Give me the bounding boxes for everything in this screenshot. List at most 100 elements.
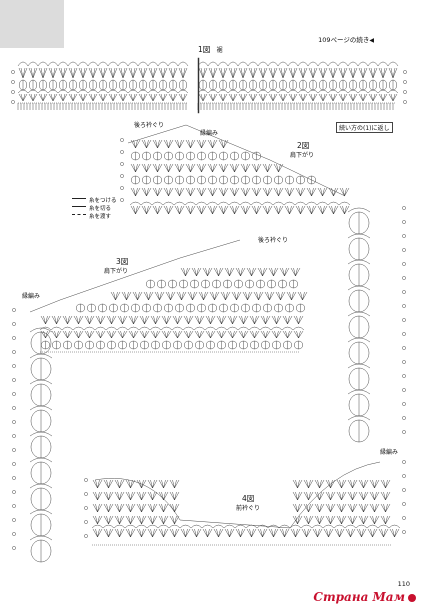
dc-fan <box>240 205 251 215</box>
dc-fan <box>228 93 238 102</box>
chain-arch <box>37 61 49 67</box>
dc-fan <box>290 528 301 538</box>
fig1-note: 続い方の(1)に返し <box>336 122 393 133</box>
row-marker <box>402 318 406 322</box>
chain-arch <box>157 89 169 94</box>
dc-fan <box>229 187 240 197</box>
row-marker <box>402 430 406 434</box>
dc-fan <box>128 315 139 325</box>
dc-fan <box>165 291 176 301</box>
dc-fan <box>334 528 345 538</box>
dc-fan <box>158 479 169 489</box>
chain-arch <box>278 524 291 529</box>
dc-fan <box>73 330 84 339</box>
dc-fan <box>325 491 336 501</box>
chain-arch <box>124 524 137 529</box>
dc-fan <box>238 93 248 102</box>
dc-fan <box>303 503 314 513</box>
row-marker <box>12 364 16 368</box>
dc-fan <box>358 491 369 501</box>
dc-fan <box>196 205 207 215</box>
dc-fan <box>28 67 38 79</box>
chain-arch <box>29 405 53 411</box>
dc-fan <box>238 315 249 325</box>
dc-fan <box>174 139 185 149</box>
dc-fan <box>205 315 216 325</box>
chain-arch <box>327 89 339 94</box>
dc-fan <box>224 528 235 538</box>
dc-fan <box>388 67 398 79</box>
chain-arch <box>47 61 59 67</box>
fig3-title: 3図 <box>116 257 129 266</box>
dc-fan <box>114 515 125 525</box>
chain-arch <box>347 233 371 239</box>
row-marker <box>12 532 16 536</box>
dc-fan <box>207 163 218 173</box>
chain-arch <box>29 483 53 489</box>
row-marker <box>402 460 406 464</box>
dc-fan <box>128 93 138 102</box>
chain-arch <box>259 326 272 331</box>
dc-fan <box>191 267 202 277</box>
dc-fan <box>62 330 73 339</box>
row-marker <box>84 506 88 510</box>
chain-arch <box>160 326 173 331</box>
dc-fan <box>196 187 207 197</box>
dc-fan <box>121 291 132 301</box>
chain-arch <box>91 524 104 529</box>
dc-fan <box>207 139 218 149</box>
dc-fan <box>114 491 125 501</box>
chain-arch <box>217 89 229 94</box>
fig4-title: 4図 <box>242 494 255 503</box>
chain-arch <box>277 89 289 94</box>
chain-arch <box>347 337 371 343</box>
chain-arch <box>300 524 313 529</box>
chain-arch <box>193 326 206 331</box>
dc-fan <box>358 67 368 79</box>
dc-fan <box>286 291 297 301</box>
chain-arch <box>147 61 159 67</box>
chain-arch <box>117 61 129 67</box>
dc-fan <box>125 528 136 538</box>
dc-fan <box>148 93 158 102</box>
row-marker <box>12 518 16 522</box>
dc-fan <box>348 67 358 79</box>
dc-fan <box>141 139 152 149</box>
chain-arch <box>281 326 294 331</box>
dc-fan <box>328 187 339 197</box>
row-marker <box>12 546 16 550</box>
chain-arch <box>116 326 129 331</box>
chain-arch <box>366 524 379 529</box>
dc-fan <box>229 163 240 173</box>
chain-arch <box>387 89 399 94</box>
dc-fan <box>227 330 238 339</box>
dc-fan <box>380 491 391 501</box>
row-marker <box>403 100 407 104</box>
dc-fan <box>28 93 38 102</box>
dc-fan <box>295 205 306 215</box>
dc-fan <box>262 163 273 173</box>
dc-fan <box>378 528 389 538</box>
dc-fan <box>108 93 118 102</box>
dc-fan <box>218 205 229 215</box>
dc-fan <box>163 163 174 173</box>
legend-item: 糸を渡す <box>72 213 117 221</box>
dc-fan <box>293 330 304 339</box>
chain-arch <box>204 326 217 331</box>
dc-fan <box>262 205 273 215</box>
dc-fan <box>228 67 238 79</box>
row-marker <box>120 162 124 166</box>
dc-fan <box>318 67 328 79</box>
row-marker <box>120 150 124 154</box>
dc-fan <box>141 163 152 173</box>
chain-arch <box>29 353 53 359</box>
chain-arch <box>197 61 209 67</box>
dc-fan <box>208 67 218 79</box>
dc-fan <box>68 67 78 79</box>
shoulder-slope <box>127 124 346 197</box>
chain-arch <box>337 61 349 67</box>
dc-fan <box>328 67 338 79</box>
chain-arch <box>250 201 263 206</box>
dc-fan <box>339 205 350 215</box>
dc-fan <box>306 205 317 215</box>
